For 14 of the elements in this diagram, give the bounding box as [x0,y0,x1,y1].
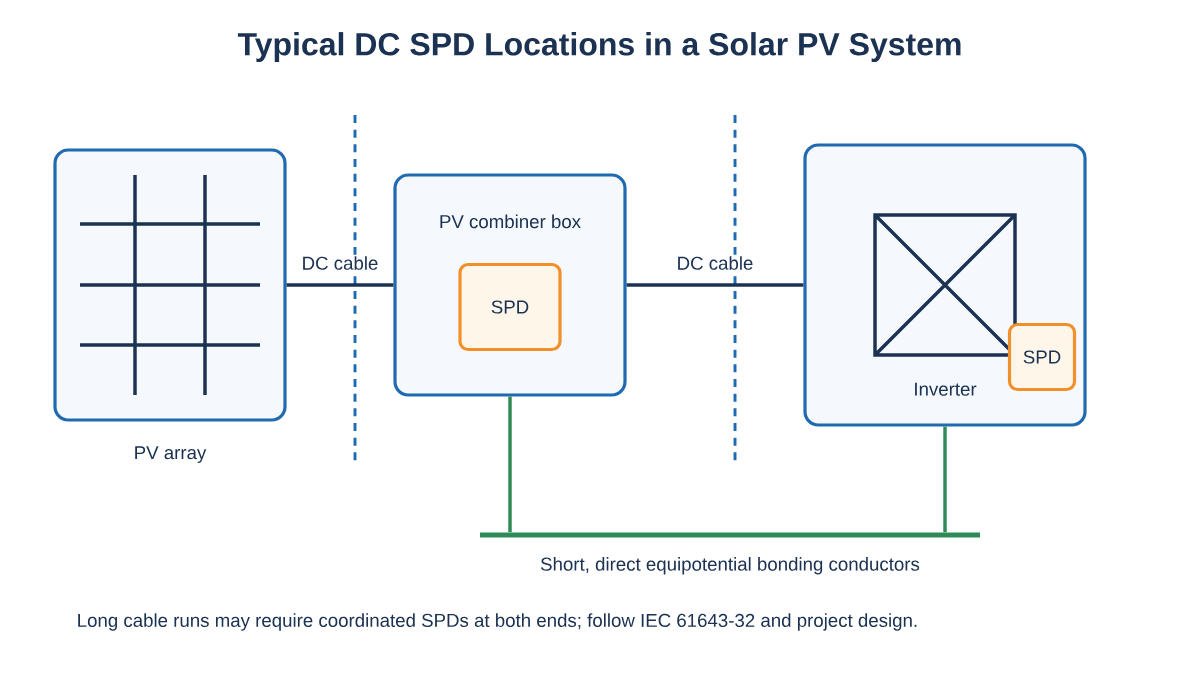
cable-line [626,283,804,287]
edge-label: DC cable [675,254,755,272]
cable-line [508,396,512,533]
edge-label: DC cable [300,254,380,272]
spd-box: SPD [1007,322,1077,392]
equipment-box: PV array [53,148,287,463]
footnote: Long cable runs may require coordinated SPDs at both ends; follow IEC 61643-32 and project design. [78,613,917,631]
cable-line [286,283,394,287]
spd-box: SPD [458,262,562,352]
bonding-bar [480,532,980,538]
node-label: PV array [135,446,207,463]
title: Typical DC SPD Locations in a Solar PV System [237,32,961,62]
bar-caption: Short, direct equipotential bonding conductors [540,557,920,575]
cable-line [943,426,947,533]
